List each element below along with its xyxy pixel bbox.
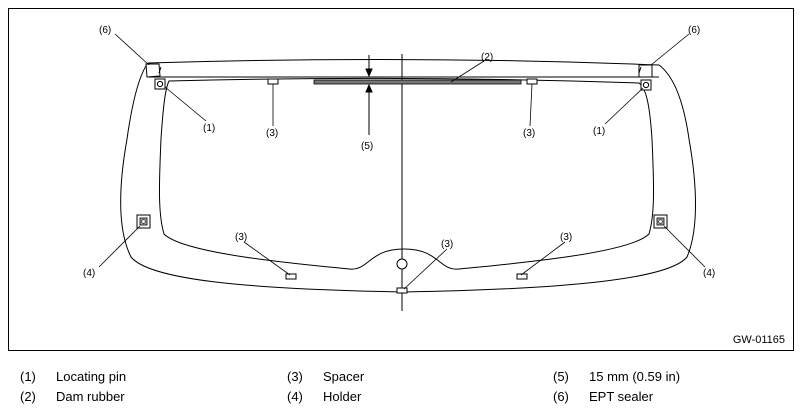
callout-6-left: (6) xyxy=(99,25,111,36)
callout-3-top-right: (3) xyxy=(523,128,535,139)
ept-sealer-left xyxy=(145,63,161,78)
ept-sealer-right xyxy=(638,64,653,78)
callout-1-right: (1) xyxy=(593,126,605,137)
spacer-bottom-left xyxy=(285,273,297,280)
glass-outer-edge xyxy=(120,58,696,293)
glass-diagram: (6) (6) (2) (1) (1) (3) (3) (5) (3) (3) … xyxy=(83,25,715,311)
holder-left xyxy=(136,214,151,229)
callout-5: (5) xyxy=(361,141,373,152)
legend-label: Locating pin xyxy=(56,369,127,384)
legend: (1) Locating pin (2) Dam rubber (3) Spac… xyxy=(0,360,804,410)
callout-1-left: (1) xyxy=(203,123,215,134)
spacer-top-right xyxy=(526,78,538,85)
legend-number: (4) xyxy=(287,389,303,404)
legend-label: Holder xyxy=(323,389,362,404)
figure-code: GW-01165 xyxy=(732,334,785,346)
holder-right xyxy=(653,214,668,229)
figure-frame: (6) (6) (2) (1) (1) (3) (3) (5) (3) (3) … xyxy=(8,8,794,351)
legend-label: 15 mm (0.59 in) xyxy=(589,369,681,384)
dam-rubber-strip xyxy=(313,79,522,85)
callout-4-left: (4) xyxy=(83,268,95,279)
callout-4-right: (4) xyxy=(703,268,715,279)
callout-6-right: (6) xyxy=(688,25,700,36)
legend-number: (1) xyxy=(20,369,36,384)
legend-label: Dam rubber xyxy=(56,389,125,404)
center-hole xyxy=(396,258,408,270)
spacer-top-left xyxy=(267,78,279,85)
legend-label: Spacer xyxy=(323,369,365,384)
callout-2: (2) xyxy=(481,52,493,63)
glass-inner-line xyxy=(158,77,655,270)
locating-pin-left-hole xyxy=(156,80,164,88)
legend-number: (6) xyxy=(553,389,569,404)
callout-3-bottom-center: (3) xyxy=(441,239,453,250)
callout-3-bottom-left: (3) xyxy=(235,232,247,243)
locating-pin-right-hole xyxy=(642,81,650,89)
callout-3-top-left: (3) xyxy=(266,128,278,139)
legend-number: (5) xyxy=(553,369,569,384)
legend-number: (3) xyxy=(287,369,303,384)
legend-label: EPT sealer xyxy=(589,389,654,404)
callout-3-bottom-right: (3) xyxy=(560,232,572,243)
spacer-bottom-center xyxy=(396,287,408,294)
legend-number: (2) xyxy=(20,389,36,404)
